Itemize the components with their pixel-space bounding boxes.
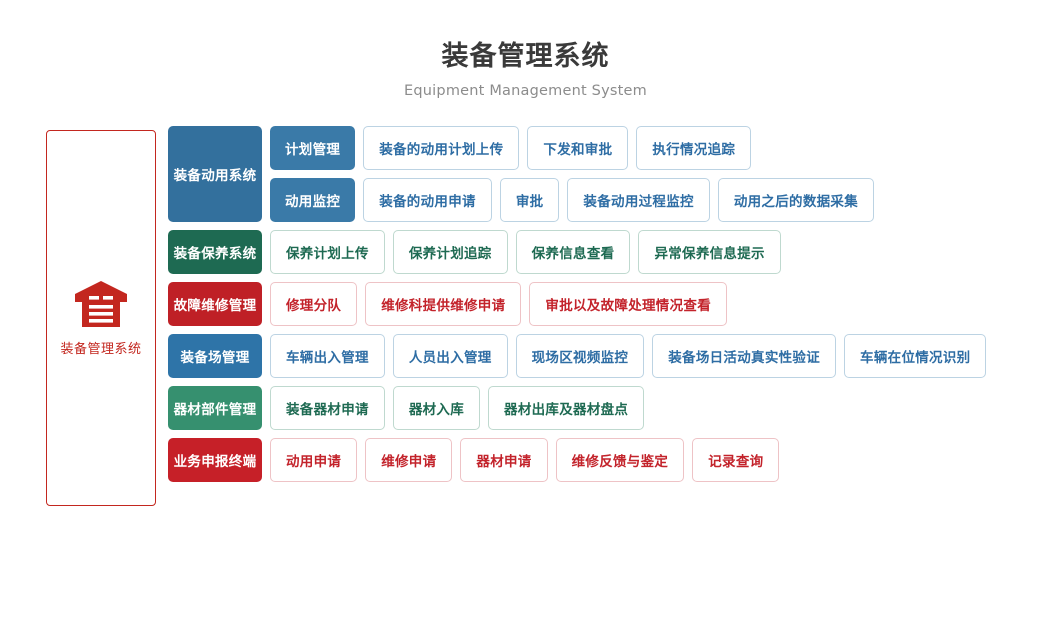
page-header: 装备管理系统 Equipment Management System [0,0,1051,99]
row-body: 装备器材申请 器材入库 器材出库及器材盘点 [262,386,645,430]
function-node[interactable]: 装备的动用申请 [363,178,492,222]
brand-label: 装备管理系统 [60,342,142,357]
architecture-diagram: 装备动用系统 计划管理 装备的动用计划上传 下发和审批 执行情况追踪 动用监控 … [168,126,987,490]
function-node[interactable]: 车辆出入管理 [270,334,385,378]
diagram-subrow: 动用监控 装备的动用申请 审批 装备动用过程监控 动用之后的数据采集 [262,178,875,222]
diagram-row: 装备场管理 车辆出入管理 人员出入管理 现场区视频监控 装备场日活动真实性验证 … [168,334,987,378]
category-label[interactable]: 业务申报终端 [168,438,262,482]
warehouse-icon [73,279,129,329]
function-node[interactable]: 审批 [499,178,560,222]
function-node[interactable]: 修理分队 [270,282,358,326]
diagram-row: 装备动用系统 计划管理 装备的动用计划上传 下发和审批 执行情况追踪 动用监控 … [168,126,986,222]
diagram-row: 装备保养系统 保养计划上传 保养计划追踪 保养信息查看 异常保养信息提示 [168,230,986,274]
function-node[interactable]: 动用申请 [270,438,358,482]
function-node[interactable]: 装备场日活动真实性验证 [652,334,837,378]
function-node[interactable]: 保养信息查看 [515,230,631,274]
function-node[interactable]: 装备动用过程监控 [567,178,710,222]
subgroup-label[interactable]: 动用监控 [270,178,356,222]
row-body: 修理分队 维修科提供维修申请 审批以及故障处理情况查看 [262,282,728,326]
category-label[interactable]: 装备场管理 [168,334,262,378]
function-node[interactable]: 保养计划上传 [270,230,385,274]
category-label[interactable]: 器材部件管理 [168,386,262,430]
function-node[interactable]: 器材申请 [460,438,548,482]
function-node[interactable]: 审批以及故障处理情况查看 [529,282,728,326]
diagram-subrow: 动用申请 维修申请 器材申请 维修反馈与鉴定 记录查询 [262,438,780,482]
category-label[interactable]: 装备保养系统 [168,230,262,274]
function-node[interactable]: 维修科提供维修申请 [365,282,522,326]
subgroup-label[interactable]: 计划管理 [270,126,356,170]
function-node[interactable]: 下发和审批 [527,126,629,170]
diagram-subrow: 装备器材申请 器材入库 器材出库及器材盘点 [262,386,645,430]
function-node[interactable]: 异常保养信息提示 [638,230,781,274]
function-node[interactable]: 装备器材申请 [270,386,385,430]
row-body: 动用申请 维修申请 器材申请 维修反馈与鉴定 记录查询 [262,438,780,482]
function-node[interactable]: 记录查询 [692,438,780,482]
diagram-subrow: 保养计划上传 保养计划追踪 保养信息查看 异常保养信息提示 [262,230,781,274]
function-node[interactable]: 器材入库 [392,386,481,430]
function-node[interactable]: 执行情况追踪 [636,126,752,170]
function-node[interactable]: 器材出库及器材盘点 [488,386,645,430]
function-node[interactable]: 保养计划追踪 [392,230,508,274]
function-node[interactable]: 维修反馈与鉴定 [555,438,685,482]
diagram-row: 业务申报终端 动用申请 维修申请 器材申请 维修反馈与鉴定 记录查询 [168,438,986,482]
page-title: 装备管理系统 [441,41,610,72]
diagram-subrow: 修理分队 维修科提供维修申请 审批以及故障处理情况查看 [262,282,728,326]
function-node[interactable]: 现场区视频监控 [515,334,645,378]
row-body: 计划管理 装备的动用计划上传 下发和审批 执行情况追踪 动用监控 装备的动用申请… [262,126,875,222]
diagram-subrow: 车辆出入管理 人员出入管理 现场区视频监控 装备场日活动真实性验证 车辆在位情况… [262,334,987,378]
function-node[interactable]: 车辆在位情况识别 [844,334,987,378]
page-subtitle: Equipment Management System [404,83,647,99]
diagram-row: 故障维修管理 修理分队 维修科提供维修申请 审批以及故障处理情况查看 [168,282,986,326]
category-label[interactable]: 故障维修管理 [168,282,262,326]
function-node[interactable]: 维修申请 [365,438,453,482]
row-body: 车辆出入管理 人员出入管理 现场区视频监控 装备场日活动真实性验证 车辆在位情况… [262,334,987,378]
category-label[interactable]: 装备动用系统 [168,126,262,222]
brand-panel[interactable]: 装备管理系统 [46,130,156,506]
diagram-subrow: 计划管理 装备的动用计划上传 下发和审批 执行情况追踪 [262,126,874,170]
function-node[interactable]: 人员出入管理 [392,334,508,378]
function-node[interactable]: 装备的动用计划上传 [363,126,520,170]
diagram-row: 器材部件管理 装备器材申请 器材入库 器材出库及器材盘点 [168,386,986,430]
function-node[interactable]: 动用之后的数据采集 [717,178,875,222]
row-body: 保养计划上传 保养计划追踪 保养信息查看 异常保养信息提示 [262,230,781,274]
